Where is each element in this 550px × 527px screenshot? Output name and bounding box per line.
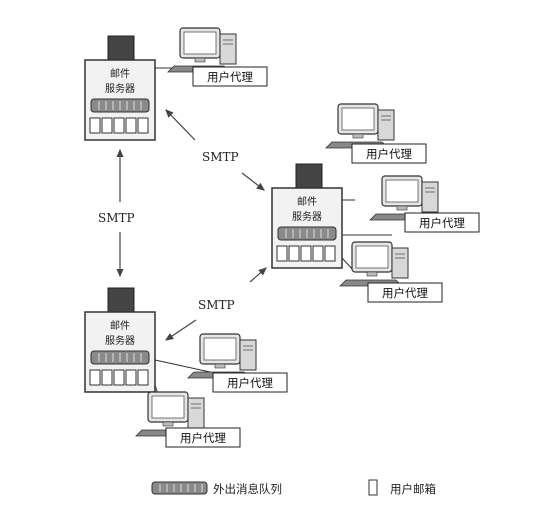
server-label-line1: 邮件 xyxy=(297,195,317,208)
svg-text:用户代理: 用户代理 xyxy=(419,216,465,230)
svg-text:用户代理: 用户代理 xyxy=(207,70,253,84)
smtp-label-bottom: SMTP xyxy=(198,298,235,312)
mail-server-right: 邮件 服务器 xyxy=(271,163,343,269)
mail-server-top: 邮件 服务器 xyxy=(84,35,156,141)
arrow-to-right-server xyxy=(241,172,265,191)
arrow-to-top-server xyxy=(165,109,196,141)
server-label-line2: 服务器 xyxy=(292,210,322,223)
smtp-arrows xyxy=(116,109,267,341)
server-label-line1: 邮件 xyxy=(110,319,130,332)
user-agent-label: 用户代理 xyxy=(404,212,480,233)
computer-icon xyxy=(167,27,237,73)
user-agent-label: 用户代理 xyxy=(212,372,288,393)
user-agent-label: 用户代理 xyxy=(351,143,427,164)
mailbox-row xyxy=(276,245,336,262)
user-agent-label: 用户代理 xyxy=(192,66,268,87)
computer-icon xyxy=(339,241,409,287)
user-agent-label: 用户代理 xyxy=(367,282,443,303)
smtp-label-top: SMTP xyxy=(202,150,239,164)
arrow-to-right-server-2 xyxy=(249,267,267,283)
queue-legend-label: 外出消息队列 xyxy=(213,482,282,496)
server-label-line1: 邮件 xyxy=(110,67,130,80)
server-label-line2: 服务器 xyxy=(105,334,135,347)
smtp-label-left: SMTP xyxy=(98,211,135,225)
mail-server-bottom: 邮件 服务器 xyxy=(84,287,156,393)
mailbox-legend-icon xyxy=(368,479,378,496)
svg-text:用户代理: 用户代理 xyxy=(382,286,428,300)
user-agent-label: 用户代理 xyxy=(165,427,241,448)
computer-icon xyxy=(325,103,395,149)
queue-legend-icon xyxy=(151,481,208,495)
mailbox-legend-label: 用户邮箱 xyxy=(390,482,436,496)
arrow-to-bottom-server xyxy=(165,319,197,341)
svg-text:用户代理: 用户代理 xyxy=(227,376,273,390)
mailbox-row xyxy=(89,117,149,134)
mailbox-row xyxy=(89,369,149,386)
legend: 外出消息队列 用户邮箱 xyxy=(151,479,436,496)
computer-icon xyxy=(187,333,257,379)
svg-text:用户代理: 用户代理 xyxy=(180,431,226,445)
svg-text:用户代理: 用户代理 xyxy=(366,147,412,161)
server-label-line2: 服务器 xyxy=(105,82,135,95)
